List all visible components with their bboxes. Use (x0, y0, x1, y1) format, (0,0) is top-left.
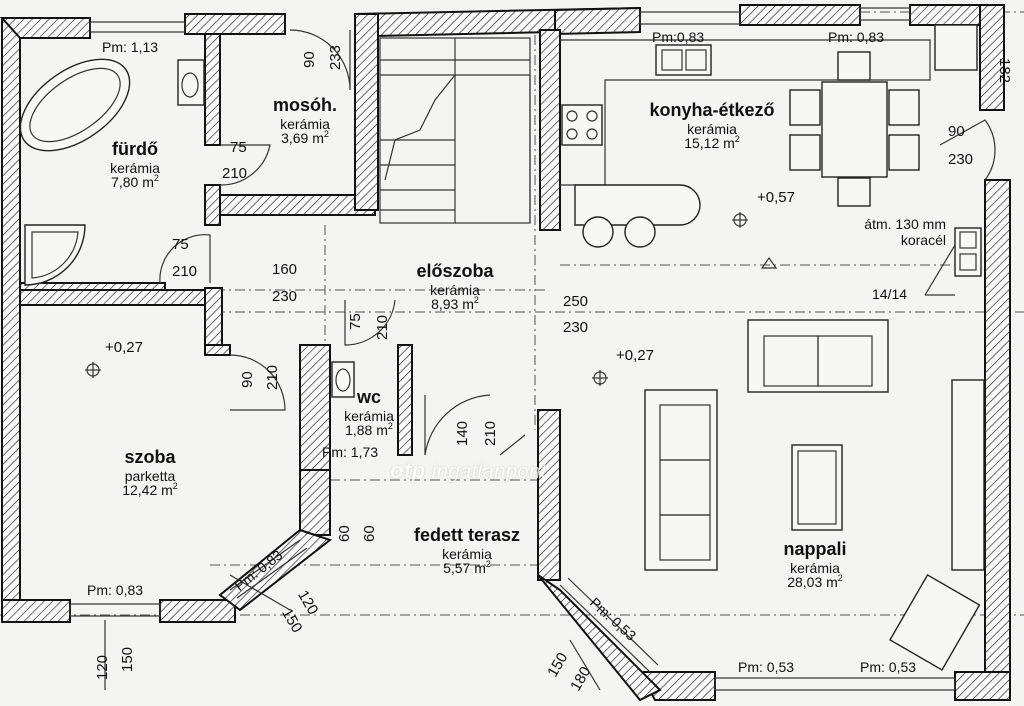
sill-wc: Pm: 1,73 (322, 444, 379, 460)
room-kitchen-floor: kerámia (687, 121, 737, 137)
wc-fixtures (331, 361, 355, 398)
staircase (379, 37, 531, 224)
watermark-brand: otp (390, 458, 426, 483)
watermark-text: ingatlanpont (431, 461, 547, 483)
room-hall-floor: kerámia (430, 282, 480, 298)
room-kitchen-area: 15,12 m2 (684, 134, 740, 151)
dim-wc-door-width: 75 (347, 313, 364, 330)
dim-bottom-a: 120 (94, 654, 111, 680)
chimney-label: átm. 130 mm koracél (806, 217, 946, 247)
room-bedroom: szoba parketta 12,42 m2 (122, 448, 178, 497)
dim-kitchen-door-width: 90 (948, 123, 965, 140)
room-laundry: mosóh. kerámia 3,69 m2 (273, 96, 337, 145)
walls (0, 4, 1011, 702)
doors (159, 29, 996, 456)
sill-kitchen-left: Pm:0,83 (652, 29, 705, 45)
level-markers (85, 212, 778, 386)
bathroom-fixtures (19, 58, 205, 286)
room-bath-floor: kerámia (110, 160, 160, 176)
room-living-floor: kerámia (790, 560, 840, 576)
dim-living-opening-height: 230 (563, 319, 589, 336)
stairs-label: 14/14 (872, 286, 908, 302)
dim-bath-door-width: 75 (230, 139, 247, 156)
windows (69, 7, 956, 691)
dim-terrace-b: 60 (361, 525, 378, 542)
level-kitchen: +0,57 (757, 189, 795, 206)
dim-entrance-height: 210 (482, 420, 499, 446)
sill-bedroom-bottom: Pm: 0,83 (87, 582, 144, 598)
room-wc: wc kerámia 1,88 m2 (344, 388, 394, 437)
dim-wc-door-height: 210 (374, 314, 391, 340)
room-living-area: 28,03 m2 (787, 573, 843, 590)
sill-living-bottom-left: Pm: 0,53 (738, 659, 795, 675)
room-bath-area: 7,80 m2 (111, 173, 159, 190)
room-hall: előszoba kerámia 8,93 m2 (416, 262, 493, 311)
dim-laundry-width: 90 (301, 51, 318, 68)
dim-edge-right: 182 (996, 58, 1013, 84)
sill-living-bottom-right: Pm: 0,53 (860, 659, 917, 675)
dim-bath-door-height: 210 (222, 165, 248, 182)
dim-hall-height: 230 (272, 288, 298, 305)
room-bedroom-name: szoba (124, 447, 176, 467)
chimney-material: koracél (900, 232, 946, 248)
chimney-diameter: átm. 130 mm (864, 216, 946, 232)
room-living: nappali kerámia 28,03 m2 (783, 540, 846, 589)
dimension-lines (104, 244, 956, 691)
dim-bedroom-door-height: 210 (264, 364, 281, 390)
living-furniture (644, 319, 985, 671)
dim-bedroom-door-width: 90 (239, 371, 256, 388)
dim-hall-door-width: 75 (172, 236, 189, 253)
dim-hall-width: 160 (272, 261, 298, 278)
sill-bath: Pm: 1,13 (102, 39, 159, 55)
room-kitchen-name: konyha-étkező (649, 100, 775, 120)
room-hall-name: előszoba (416, 261, 494, 281)
room-terrace-name: fedett terasz (413, 525, 521, 545)
dim-terrace-a: 60 (336, 525, 353, 542)
room-terrace-area: 5,57 m2 (443, 559, 491, 576)
kitchen-fixtures (560, 24, 978, 248)
room-bath-name: fürdő (112, 139, 158, 159)
dim-hall-door-height: 210 (172, 263, 198, 280)
room-kitchen: konyha-étkező kerámia 15,12 m2 (649, 101, 774, 150)
room-laundry-name: mosóh. (272, 95, 338, 115)
dim-bottom-b: 150 (119, 646, 136, 672)
room-living-name: nappali (783, 539, 847, 559)
room-laundry-area: 3,69 m2 (281, 129, 329, 146)
chimney (954, 227, 982, 277)
dim-kitchen-door-height: 230 (948, 151, 974, 168)
room-bedroom-area: 12,42 m2 (122, 481, 178, 498)
dim-living-opening-width: 250 (563, 293, 589, 310)
room-wc-floor: kerámia (344, 408, 394, 424)
dim-entrance-width: 140 (454, 420, 471, 446)
watermark: otp ingatlanpont (390, 458, 547, 484)
room-terrace-floor: kerámia (442, 546, 492, 562)
room-wc-name: wc (356, 387, 382, 407)
room-terrace: fedett terasz kerámia 5,57 m2 (414, 526, 520, 575)
room-wc-area: 1,88 m2 (345, 421, 393, 438)
level-living: +0,27 (616, 347, 654, 364)
sill-kitchen-right: Pm: 0,83 (828, 29, 885, 45)
level-bedroom: +0,27 (105, 339, 143, 356)
room-bedroom-floor: parketta (124, 468, 176, 484)
room-laundry-floor: kerámia (280, 116, 330, 132)
room-hall-area: 8,93 m2 (431, 295, 479, 312)
room-bath: fürdő kerámia 7,80 m2 (110, 140, 160, 189)
dim-laundry-height: 233 (327, 44, 344, 70)
